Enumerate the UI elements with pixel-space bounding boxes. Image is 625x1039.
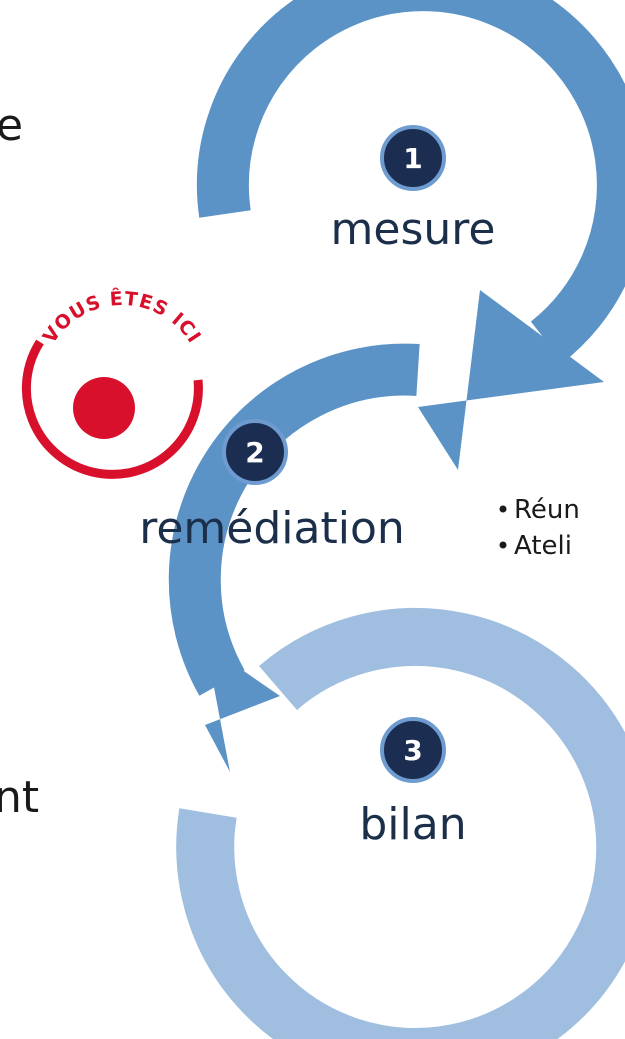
badge-2-circle — [222, 419, 288, 485]
bullet-dot-1 — [499, 505, 507, 513]
bullet-dot-2 — [499, 541, 507, 549]
step-1-arc — [196, 0, 625, 470]
edge-text-top: e — [0, 100, 23, 151]
badge-3-number: 3 — [403, 734, 422, 767]
bullet-item-2: Ateli — [514, 531, 572, 561]
remediation-arrowhead — [205, 645, 280, 772]
badge-1-number: 1 — [403, 142, 422, 175]
badge-2: 2 — [222, 419, 288, 485]
stamp-text: VOUS ÊTES ICI — [39, 287, 206, 348]
step-1-label: mesure — [331, 204, 496, 255]
badge-3: 3 — [380, 717, 446, 783]
edge-text-bottom: nt — [0, 772, 39, 823]
step-2-arc — [168, 343, 420, 772]
badge-1: 1 — [380, 125, 446, 191]
step-3-label: bilan — [359, 799, 466, 850]
stamp-dot — [73, 377, 135, 439]
you-are-here-stamp: VOUS ÊTES ICI — [21, 287, 206, 479]
mesure-arrowhead — [418, 290, 604, 470]
bilan-arc — [176, 608, 625, 1039]
stamp-ring — [21, 339, 203, 479]
stamp-text-path: VOUS ÊTES ICI — [39, 287, 205, 348]
badge-2-number: 2 — [245, 436, 264, 469]
badge-1-circle — [380, 125, 446, 191]
step-2-label: remédiation — [139, 503, 405, 554]
mesure-arc — [196, 0, 625, 363]
bullet-item-1: Réun — [514, 495, 580, 525]
badge-3-circle — [380, 717, 446, 783]
bullet-list: Réun Ateli — [499, 495, 580, 561]
step-3-ring — [176, 608, 625, 1039]
